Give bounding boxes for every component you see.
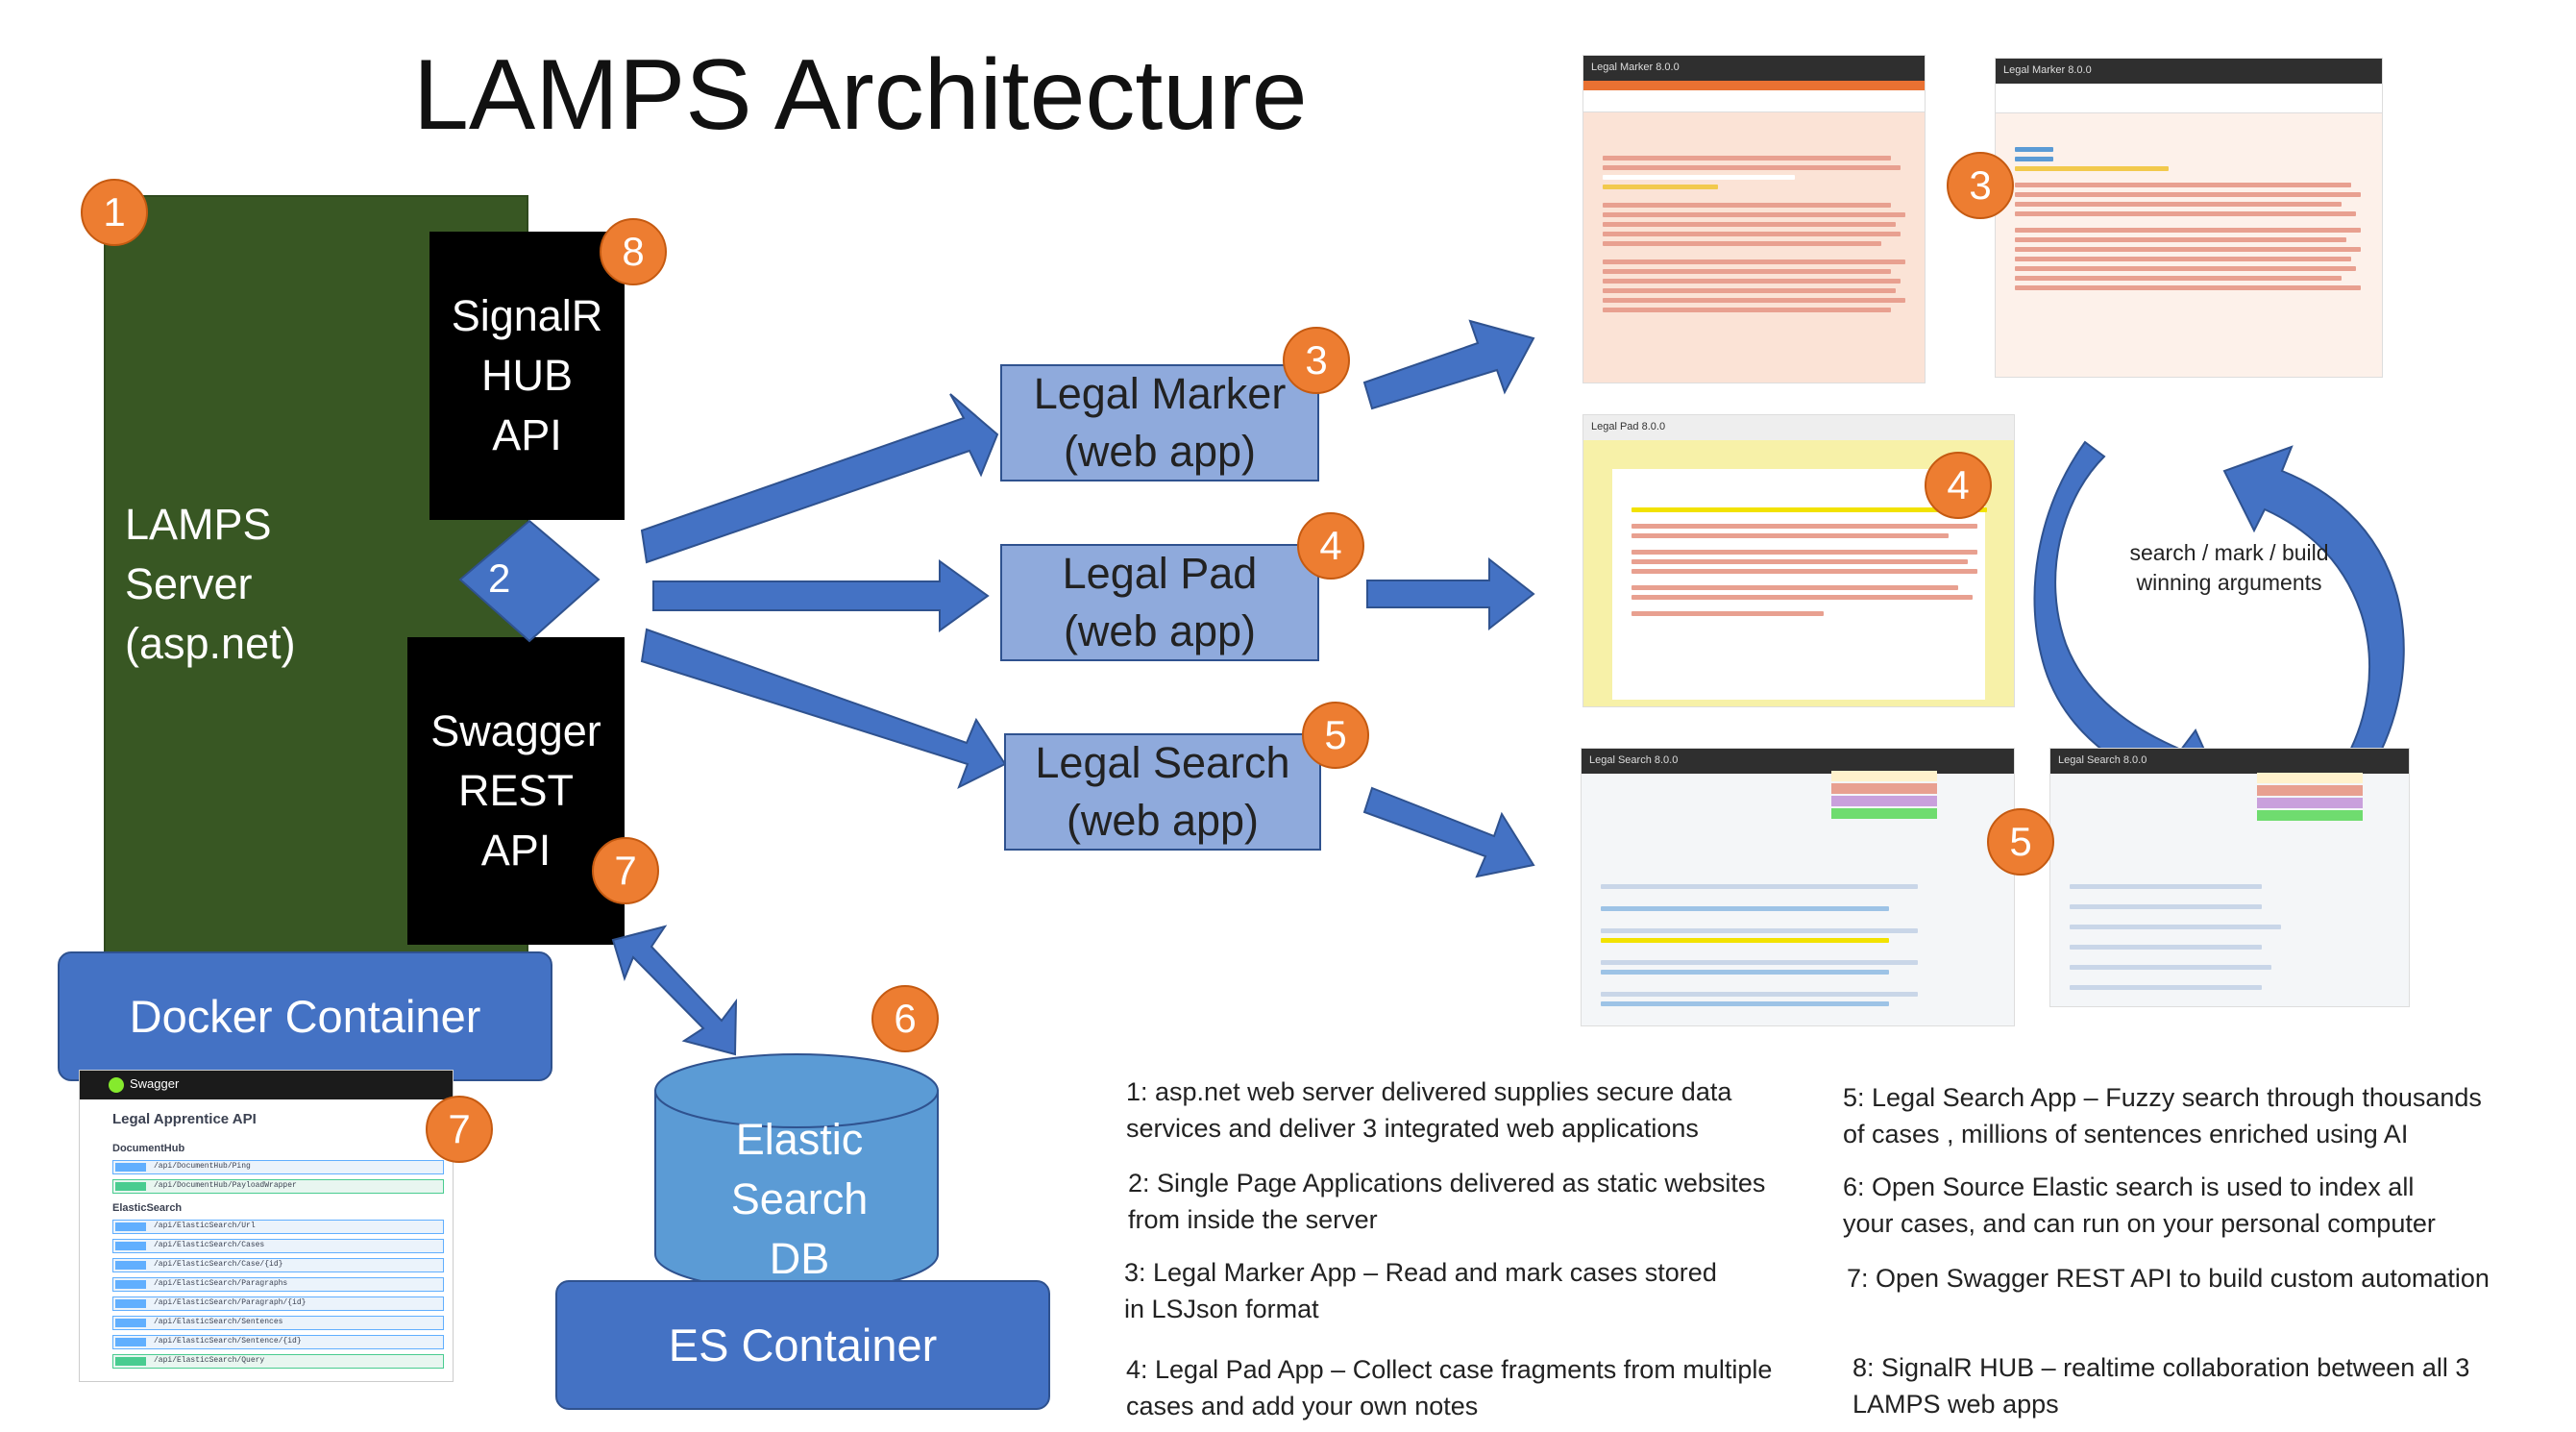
legal-search-app-box: Legal Search (web app) [1004,733,1321,851]
screenshot-app-name: Legal Marker 8.0.0 [1591,62,1680,73]
badge-4: 4 [1297,512,1364,580]
note-1: 1: asp.net web server delivered supplies… [1126,1077,1732,1143]
badge-3: 3 [1283,327,1350,394]
swagger-endpoint[interactable]: /api/ElasticSearch/Paragraphs [112,1277,444,1292]
swagger-ui-screenshot: Swagger Legal Apprentice API DocumentHub… [79,1070,454,1382]
endpoint-path: /api/ElasticSearch/Case/{id} [154,1260,283,1269]
badge-3-screenshot: 3 [1947,152,2014,219]
swagger-endpoint[interactable]: /api/DocumentHub/PayloadWrapper [112,1179,444,1194]
swagger-section-documenthub: DocumentHub [112,1143,185,1154]
note-8: 8: SignalR HUB – realtime collaboration … [1852,1353,2470,1419]
cycle-label: search / mark / build winning arguments [2129,540,2329,595]
endpoint-path: /api/ElasticSearch/Sentence/{id} [154,1337,302,1346]
endpoint-path: /api/ElasticSearch/Sentences [154,1318,283,1326]
endpoint-path: /api/ElasticSearch/Paragraphs [154,1279,288,1288]
arrow-pad-to-screen [1366,556,1535,631]
badge-7: 7 [592,837,659,904]
swagger-endpoint[interactable]: /api/ElasticSearch/Sentence/{id} [112,1335,444,1349]
swagger-logo-icon [109,1077,124,1093]
swagger-endpoint[interactable]: /api/ElasticSearch/Query [112,1354,444,1369]
swagger-topbar [80,1071,453,1099]
note-3: 3: Legal Marker App – Read and mark case… [1124,1258,1717,1323]
screenshot-app-name: Legal Search 8.0.0 [1589,754,1679,766]
legal-pad-app-box: Legal Pad (web app) [1000,544,1319,661]
badge-5-screenshot: 5 [1987,808,2054,876]
screenshot-app-name: Legal Pad 8.0.0 [1591,421,1666,432]
note-6: 6: Open Source Elastic search is used to… [1843,1173,2436,1238]
swagger-rest-api-box: Swagger REST API [407,637,625,945]
es-container: ES Container [555,1280,1050,1410]
arrow-marker-to-screens [1362,319,1535,410]
swagger-brand: Swagger [130,1076,180,1091]
badge-7-swagger: 7 [426,1096,493,1163]
swagger-endpoint[interactable]: /api/ElasticSearch/Sentences [112,1316,444,1330]
elastic-search-db-label: Elastic Search DB [730,1115,869,1283]
swagger-endpoint[interactable]: /api/ElasticSearch/Url [112,1220,444,1234]
swagger-endpoint[interactable]: /api/ElasticSearch/Case/{id} [112,1258,444,1272]
legal-search-screenshot-1: Legal Search 8.0.0 [1581,748,2015,1026]
swagger-endpoint[interactable]: /api/ElasticSearch/Cases [112,1239,444,1253]
lamps-server-label: LAMPS Server (asp.net) [125,500,296,668]
arrow-to-legal-pad [652,559,990,632]
badge-6: 6 [871,985,939,1052]
endpoint-path: /api/DocumentHub/PayloadWrapper [154,1181,297,1190]
signalr-hub-box: SignalR HUB API [429,232,625,520]
note-4: 4: Legal Pad App – Collect case fragment… [1126,1355,1773,1420]
badge-5: 5 [1302,702,1369,769]
badge-8: 8 [600,218,667,285]
note-7: 7: Open Swagger REST API to build custom… [1847,1264,2490,1293]
legal-marker-screenshot-1: Legal Marker 8.0.0 [1582,55,1926,383]
spa-diamond [458,519,601,643]
arrow-swagger-elastic [611,925,738,1056]
endpoint-path: /api/ElasticSearch/Cases [154,1241,265,1249]
screenshot-app-name: Legal Marker 8.0.0 [2003,64,2092,76]
diagram-title: LAMPS Architecture [413,39,1308,151]
note-2: 2: Single Page Applications delivered as… [1128,1169,1766,1234]
screenshot-app-name: Legal Search 8.0.0 [2058,754,2147,766]
swagger-section-elasticsearch: ElasticSearch [112,1202,183,1214]
note-5: 5: Legal Search App – Fuzzy search throu… [1843,1083,2482,1148]
endpoint-path: /api/ElasticSearch/Query [154,1356,265,1365]
badge-2: 2 [488,556,511,601]
swagger-endpoint[interactable]: /api/DocumentHub/Ping [112,1160,444,1174]
endpoint-path: /api/ElasticSearch/Paragraph/{id} [154,1298,307,1307]
elastic-cylinder-top [654,1053,939,1128]
legal-marker-screenshot-2: Legal Marker 8.0.0 [1995,58,2383,378]
badge-1: 1 [81,179,148,246]
legal-search-screenshot-2: Legal Search 8.0.0 [2049,748,2410,1007]
badge-4-screenshot: 4 [1925,452,1992,519]
legal-marker-app-box: Legal Marker (web app) [1000,364,1319,481]
swagger-endpoint[interactable]: /api/ElasticSearch/Paragraph/{id} [112,1296,444,1311]
arrow-to-legal-search [640,628,1007,790]
arrow-search-to-screens [1362,786,1535,878]
endpoint-path: /api/ElasticSearch/Url [154,1222,256,1230]
swagger-api-title: Legal Apprentice API [112,1111,257,1127]
cycle-arrow-right [2222,445,2405,819]
endpoint-path: /api/DocumentHub/Ping [154,1162,251,1171]
arrow-to-legal-marker [640,393,999,564]
